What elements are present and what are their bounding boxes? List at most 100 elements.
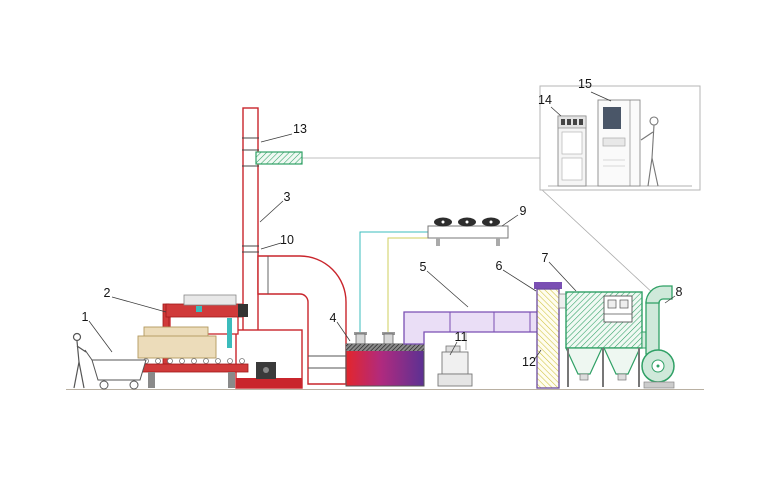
label-8: 8 (676, 285, 683, 299)
leader-line-5 (426, 270, 469, 308)
cabinet-keyboard (602, 137, 626, 147)
label-7: 7 (542, 251, 549, 265)
leader-line-14 (550, 106, 562, 117)
leader-line-9 (501, 214, 519, 227)
leader-line-4 (336, 321, 351, 342)
label-13: 13 (293, 122, 307, 136)
ram-head (238, 304, 248, 317)
charger-table (135, 363, 249, 373)
ram-cylinder (183, 294, 237, 306)
leader-line-11 (449, 341, 458, 356)
label-10: 10 (280, 233, 294, 247)
operator-figure (72, 332, 87, 389)
duct-flanges (449, 312, 531, 332)
column-body (536, 288, 560, 389)
furnace-base (236, 378, 302, 388)
hopper-valve-right (617, 373, 627, 381)
furnace (235, 329, 303, 389)
plenum-valve-2 (619, 299, 629, 309)
label-6: 6 (496, 259, 503, 273)
roller-conveyor (143, 358, 245, 364)
leader-line-8 (664, 295, 676, 304)
label-5: 5 (420, 260, 427, 274)
leader-line-3 (259, 200, 284, 223)
stack-economizer (255, 151, 303, 165)
casket-lid (143, 326, 209, 338)
cooler-fans (434, 217, 500, 227)
cart-bin (91, 359, 147, 381)
hopper-valve-left (579, 373, 589, 381)
leader-line-10 (260, 242, 282, 250)
injection-port-2 (383, 333, 394, 345)
charger-ram (165, 303, 243, 318)
inset-operator (640, 116, 659, 187)
label-12: 12 (522, 355, 536, 369)
signal-line-yellow (387, 237, 428, 332)
ash-handler-body (441, 351, 469, 375)
air-cooler (427, 217, 509, 246)
ram-valve (196, 306, 202, 312)
filter-legs (567, 348, 640, 387)
stack-flanges (242, 137, 259, 253)
fan-gooseneck (645, 285, 673, 304)
label-11: 11 (455, 330, 468, 344)
cooler-body (427, 225, 509, 239)
leader-lines (88, 91, 676, 361)
label-4: 4 (330, 311, 337, 325)
leader-line-15 (590, 91, 612, 102)
label-9: 9 (520, 204, 527, 218)
charger-leg-right (228, 372, 235, 388)
label-1: 1 (82, 310, 89, 324)
label-14: 14 (538, 93, 552, 107)
elbow-duct (257, 255, 347, 385)
cooler-leg-right (496, 238, 500, 246)
leader-line-12 (533, 349, 542, 361)
detail-callout-line (539, 187, 657, 297)
column-cap (534, 282, 562, 289)
cooler-leg-left (436, 238, 440, 246)
number-labels: 1 2 3 4 5 6 7 8 9 10 11 12 13 14 15 (82, 77, 683, 369)
ash-handler-base (437, 373, 473, 387)
cabinet-screen (603, 107, 621, 129)
afterburner-box (345, 332, 425, 387)
elbow-duct-shell (257, 255, 347, 385)
control-cabinet-left (557, 115, 587, 187)
transfer-cart (84, 349, 147, 390)
process-duct-shell (403, 311, 539, 345)
detail-inset (539, 85, 701, 191)
afterburner-insulation (346, 344, 424, 351)
label-3: 3 (284, 190, 291, 204)
door-sensor (227, 318, 232, 348)
charger-leg-left (148, 372, 155, 388)
heat-exchanger-column (534, 282, 567, 389)
port-cap-2 (382, 332, 395, 335)
elbow-duct-flanges (267, 256, 346, 369)
signal-line-teal (359, 231, 428, 332)
baghouse-filter (565, 291, 643, 387)
leader-line-13 (260, 133, 293, 143)
casket-box (137, 335, 217, 359)
column-outlet-duct (558, 293, 567, 309)
label-15: 15 (578, 77, 592, 91)
cart-wheel-right (129, 380, 139, 390)
label-2: 2 (104, 286, 111, 300)
leader-line-7 (548, 261, 577, 292)
operator-head (72, 332, 82, 342)
filter-hopper-right (603, 347, 641, 375)
fan-base (643, 381, 675, 389)
injection-port-1 (355, 333, 366, 345)
leader-line-2 (111, 296, 167, 313)
burner-motor (263, 367, 269, 373)
leader-line-6 (502, 269, 537, 292)
filter-hopper-left (565, 347, 603, 375)
leader-line-1 (88, 320, 113, 353)
fan-discharge-duct (645, 301, 660, 355)
control-cabinet-right (597, 99, 641, 187)
stack-body (242, 107, 259, 333)
stack (242, 107, 303, 333)
plenum-valve-1 (607, 299, 617, 309)
port-cap-1 (354, 332, 367, 335)
fan-shaft (656, 364, 660, 368)
